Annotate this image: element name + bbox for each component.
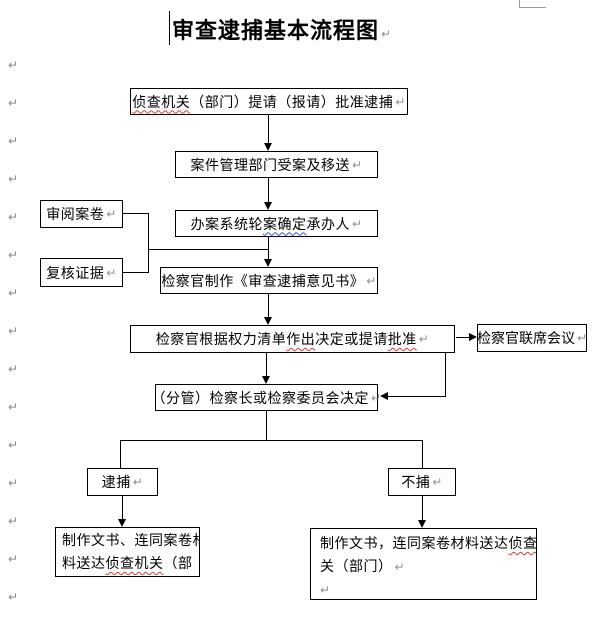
page-title-text: 审查逮捕基本流程图 bbox=[172, 19, 380, 44]
spellcheck-text: 作出 bbox=[286, 332, 316, 348]
arrowhead-left-icon bbox=[380, 392, 388, 400]
paragraph-mark: ↵ bbox=[320, 583, 331, 597]
paragraph-mark: ↵ bbox=[8, 58, 19, 72]
paragraph-mark: ↵ bbox=[395, 94, 406, 109]
paragraph-mark: ↵ bbox=[8, 96, 19, 110]
page-corner-mark bbox=[519, 0, 546, 8]
connector-line bbox=[120, 440, 121, 468]
paragraph-mark: ↵ bbox=[381, 27, 393, 41]
connector-line bbox=[445, 353, 446, 397]
paragraph-mark: ↵ bbox=[8, 248, 19, 262]
flow-box-text-line: 制作文书、连同案卷材 bbox=[62, 533, 200, 549]
paragraph-mark: ↵ bbox=[366, 273, 377, 288]
flow-box-case-management[interactable]: 案件管理部门受案及移送↵ bbox=[175, 151, 378, 178]
connector-line bbox=[268, 115, 269, 144]
flow-box-verify-evidence[interactable]: 复核证据↵ bbox=[40, 258, 123, 287]
text-cursor bbox=[169, 11, 170, 45]
connector-line bbox=[148, 249, 268, 250]
flow-box-text: 复核证据 bbox=[46, 265, 105, 282]
flow-box-text: 检察官根据权力清单 bbox=[155, 332, 287, 348]
flow-box-text: 不捕 bbox=[401, 475, 431, 491]
paragraph-mark: ↵ bbox=[8, 552, 19, 566]
flow-box-case-assignment[interactable]: 办案系统轮案确定承办人↵ bbox=[175, 210, 378, 237]
paragraph-mark: ↵ bbox=[8, 210, 19, 224]
connector-line bbox=[120, 440, 423, 441]
flow-box-text: 审阅案卷 bbox=[46, 207, 105, 223]
connector-line bbox=[266, 353, 267, 376]
connector-line bbox=[456, 337, 469, 338]
connector-line bbox=[123, 272, 148, 273]
flow-box-text: 案件管理部门受案及移送 bbox=[190, 157, 350, 174]
connector-line bbox=[268, 237, 269, 259]
paragraph-mark: ↵ bbox=[351, 216, 363, 231]
arrowhead-down-icon bbox=[264, 143, 272, 151]
arrowhead-down-icon bbox=[118, 519, 126, 527]
flow-box-chief-decision[interactable]: （分管）检察长或检察委员会决定↵ bbox=[151, 384, 381, 411]
paragraph-mark: ↵ bbox=[432, 475, 443, 489]
flow-box-text: 检察官联席会议 bbox=[476, 331, 575, 347]
flow-box-text: 逮捕 bbox=[101, 475, 131, 491]
spellcheck-text: 侦查机关 bbox=[132, 94, 191, 111]
arrowhead-down-icon bbox=[264, 317, 272, 325]
paragraph-mark: ↵ bbox=[132, 475, 144, 489]
spellcheck-text: 批准 bbox=[387, 332, 417, 348]
connector-line bbox=[268, 178, 269, 202]
flow-box-text: 检察官制作《审查逮捕意见书》 bbox=[161, 273, 365, 290]
flow-box-decision-or-approval[interactable]: 检察官根据权力清单作出决定或提请批准↵ bbox=[130, 325, 455, 353]
arrowhead-down-icon bbox=[418, 520, 426, 528]
paragraph-mark: ↵ bbox=[106, 265, 117, 280]
connector-line bbox=[268, 294, 269, 317]
flow-box-joint-meeting[interactable]: 检察官联席会议↵ bbox=[477, 324, 587, 352]
page-title[interactable]: 审查逮捕基本流程图↵ bbox=[172, 13, 392, 45]
flow-box-draft-opinion[interactable]: 检察官制作《审查逮捕意见书》↵ bbox=[160, 267, 378, 294]
spellcheck-text: 侦查机关 bbox=[105, 556, 164, 572]
flow-box-review-file[interactable]: 审阅案卷↵ bbox=[40, 200, 123, 228]
paragraph-mark: ↵ bbox=[8, 514, 19, 528]
arrowhead-down-icon bbox=[262, 376, 270, 384]
connector-line bbox=[422, 440, 423, 468]
paragraph-mark: ↵ bbox=[8, 438, 19, 452]
flow-box-text: （分管）检察长或检察委员会决定 bbox=[151, 390, 369, 407]
connector-line bbox=[266, 411, 267, 440]
flow-box-arrest[interactable]: 逮捕↵ bbox=[87, 468, 158, 496]
paragraph-mark: ↵ bbox=[106, 207, 117, 221]
flow-box-no-arrest[interactable]: 不捕↵ bbox=[388, 468, 456, 496]
connector-line bbox=[388, 396, 446, 397]
paragraph-mark: ↵ bbox=[8, 362, 19, 376]
paragraph-mark: ↵ bbox=[370, 390, 382, 405]
arrowhead-down-icon bbox=[264, 202, 272, 210]
flow-box-text: 承办人 bbox=[306, 216, 350, 233]
paragraph-mark: ↵ bbox=[8, 172, 19, 186]
flow-box-text: 制作文书，连同案卷材料送达 bbox=[320, 536, 509, 552]
connector-line bbox=[123, 213, 148, 214]
grammar-marked-text: 案确定 bbox=[262, 216, 307, 233]
paragraph-mark: ↵ bbox=[8, 324, 19, 338]
paragraph-mark: ↵ bbox=[418, 332, 430, 346]
flow-box-request-arrest[interactable]: 侦查机关（部门）提请（报请）批准逮捕↵ bbox=[130, 88, 408, 115]
arrowhead-down-icon bbox=[264, 259, 272, 267]
spellcheck-text: 侦查机 bbox=[508, 536, 537, 552]
flow-box-text: 关（部门） bbox=[320, 559, 393, 575]
connector-line bbox=[148, 213, 149, 273]
arrowhead-right-icon bbox=[469, 333, 477, 341]
paragraph-mark: ↵ bbox=[351, 157, 363, 172]
paragraph-mark: ↵ bbox=[8, 590, 19, 604]
flow-box-text: （部门）提请（报请）批准逮捕 bbox=[190, 94, 394, 111]
paragraph-mark: ↵ bbox=[8, 134, 19, 148]
flow-box-text: 办案系统轮 bbox=[190, 216, 263, 233]
flow-box-text: 决定或提请 bbox=[315, 332, 388, 348]
flow-box-text: 料送达 bbox=[62, 556, 106, 572]
flow-box-text: （部 bbox=[163, 556, 193, 572]
paragraph-mark: ↵ bbox=[576, 331, 588, 345]
paragraph-mark: ↵ bbox=[8, 476, 19, 490]
paragraph-mark: ↵ bbox=[8, 286, 19, 300]
connector-line bbox=[422, 496, 423, 520]
paragraph-mark: ↵ bbox=[8, 400, 19, 414]
paragraph-mark: ↵ bbox=[394, 560, 406, 574]
flow-box-deliver-arrest-docs[interactable]: 制作文书、连同案卷材 料送达侦查机关（部 bbox=[55, 527, 200, 577]
connector-line bbox=[122, 496, 123, 519]
